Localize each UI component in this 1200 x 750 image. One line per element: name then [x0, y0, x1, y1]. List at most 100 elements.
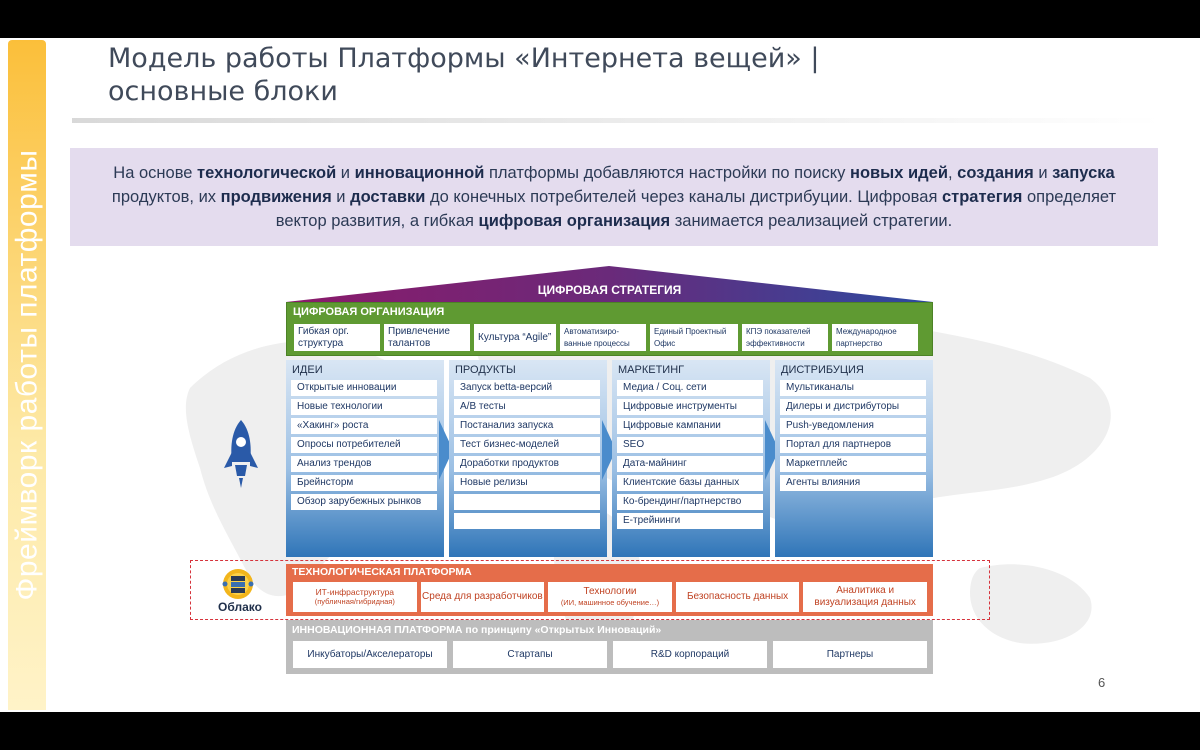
column-title: МАРКЕТИНГ — [618, 364, 685, 376]
intro-box: На основе технологической и инновационно… — [70, 148, 1158, 246]
flow-arrow-icon — [602, 420, 616, 480]
slide: Фреймворк работы платформы Модель работы… — [0, 38, 1200, 712]
rocket-icon — [224, 420, 258, 488]
tech-item: Аналитика и визуализация данных — [803, 582, 927, 612]
column-item: Запуск betta-версий — [454, 380, 600, 396]
column-item: Тест бизнес-моделей — [454, 437, 600, 453]
tech-item-sub: (ИИ, машинное обучение…) — [560, 598, 660, 607]
intro-segment: и — [331, 188, 351, 206]
org-item: КПЭ показателей эффективности — [742, 324, 828, 351]
intro-text: На основе технологической и инновационно… — [90, 161, 1138, 233]
intro-segment: определяет вектор развития, а гибкая — [275, 188, 1117, 230]
column-item: Новые технологии — [291, 399, 437, 415]
column-item: Цифровые кампании — [617, 418, 763, 434]
cloud-icon — [222, 569, 254, 599]
tech-item: ИТ-инфраструктура(публичная/гибридная) — [293, 582, 417, 612]
column-title: ДИСТРИБУЦИЯ — [781, 364, 864, 376]
column-item: Дилеры и дистрибуторы — [780, 399, 926, 415]
intro-segment: создания — [957, 164, 1034, 182]
intro-segment: цифровая организация — [478, 212, 671, 230]
intro-segment: и — [1033, 164, 1053, 182]
column-item: Медиа / Соц. сети — [617, 380, 763, 396]
intro-segment: стратегия — [941, 188, 1023, 206]
org-title: ЦИФРОВАЯ ОРГАНИЗАЦИЯ — [293, 306, 445, 318]
intro-segment: инновационной — [354, 164, 485, 182]
column-item: Мультиканалы — [780, 380, 926, 396]
innovation-platform-block: ИННОВАЦИОННАЯ ПЛАТФОРМА по принципу «Отк… — [286, 620, 933, 674]
column-item: Доработки продуктов — [454, 456, 600, 472]
innov-title: ИННОВАЦИОННАЯ ПЛАТФОРМА по принципу «Отк… — [292, 624, 662, 636]
innovation-item: Партнеры — [773, 641, 927, 668]
tech-item-sub: (публичная/гибридная) — [314, 597, 395, 606]
column-item: SEO — [617, 437, 763, 453]
column-item: Брейнсторм — [291, 475, 437, 491]
column-item: Клиентские базы данных — [617, 475, 763, 491]
column-item: A/B тесты — [454, 399, 600, 415]
column-item: Маркетплейс — [780, 456, 926, 472]
org-item: Гибкая орг. структура — [294, 324, 380, 351]
column-item: Опросы потребителей — [291, 437, 437, 453]
intro-segment: и — [336, 164, 355, 182]
intro-segment: продвижения — [220, 188, 332, 206]
column-item: Анализ трендов — [291, 456, 437, 472]
innovation-item: R&D корпораций — [613, 641, 767, 668]
intro-segment: продуктов, их — [111, 188, 221, 206]
flow-arrow-icon — [439, 420, 453, 480]
org-item: Единый Проектный Офис — [650, 324, 738, 351]
column-item: Push-уведомления — [780, 418, 926, 434]
strategy-roof — [286, 266, 933, 302]
org-item: Привлечение талантов — [384, 324, 470, 351]
side-label: Фреймворк работы платформы — [10, 149, 43, 601]
column-item: Е-трейнинги — [617, 513, 763, 529]
tech-item-main: Среда для разработчиков — [422, 591, 543, 602]
intro-segment: занимается реализацией стратегии. — [670, 212, 953, 230]
tech-items: ИТ-инфраструктура(публичная/гибридная) Ср… — [293, 582, 927, 612]
tech-highlight-frame — [190, 560, 990, 620]
org-item: Автоматизиро-ванные процессы — [560, 324, 646, 351]
intro-segment: новых идей — [849, 164, 948, 182]
column-item: Обзор зарубежных рынков — [291, 494, 437, 510]
column-item: Открытые инновации — [291, 380, 437, 396]
tech-item: Среда для разработчиков — [420, 582, 545, 612]
tech-item-main: Аналитика и визуализация данных — [814, 585, 916, 608]
cloud-label: Облако — [218, 600, 262, 614]
strategy-label: ЦИФРОВАЯ СТРАТЕГИЯ — [537, 283, 682, 297]
column-item: Агенты влияния — [780, 475, 926, 491]
tech-item: Безопасность данных — [675, 582, 800, 612]
digital-organization-block: ЦИФРОВАЯ ОРГАНИЗАЦИЯ Гибкая орг. структу… — [286, 302, 933, 356]
side-label-container: Фреймворк работы платформы — [8, 40, 46, 710]
title-underline — [72, 118, 1162, 123]
column-title: ИДЕИ — [292, 364, 323, 376]
innovation-item: Инкубаторы/Акселераторы — [293, 641, 447, 668]
innovation-item: Стартапы — [453, 641, 607, 668]
page-number: 6 — [1098, 675, 1106, 690]
flow-arrow-icon — [765, 420, 779, 480]
column-item: Постанализ запуска — [454, 418, 600, 434]
tech-title: ТЕХНОЛОГИЧЕСКАЯ ПЛАТФОРМА — [292, 566, 472, 578]
column-item — [454, 494, 600, 510]
tech-platform-block: ТЕХНОЛОГИЧЕСКАЯ ПЛАТФОРМА ИТ-инфраструкт… — [286, 564, 933, 616]
intro-segment: платформы добавляются настройки по поиск… — [484, 164, 850, 182]
tech-item-main: Технологии — [583, 586, 637, 597]
intro-segment: до конечных потребителей через каналы ди… — [425, 188, 942, 206]
intro-segment: технологической — [197, 164, 337, 182]
column-item: Цифровые инструменты — [617, 399, 763, 415]
intro-segment: , — [947, 164, 958, 182]
column-item — [454, 513, 600, 529]
slide-title: Модель работы Платформы «Интернета вещей… — [108, 43, 820, 107]
column-title: ПРОДУКТЫ — [455, 364, 516, 376]
column-item: Новые релизы — [454, 475, 600, 491]
tech-item-main: ИТ-инфраструктура — [315, 587, 395, 597]
column-item: Ко-брендинг/партнерство — [617, 494, 763, 510]
tech-item-main: Безопасность данных — [686, 591, 789, 602]
column-item: Портал для партнеров — [780, 437, 926, 453]
tech-item: Технологии(ИИ, машинное обучение…) — [548, 582, 672, 612]
